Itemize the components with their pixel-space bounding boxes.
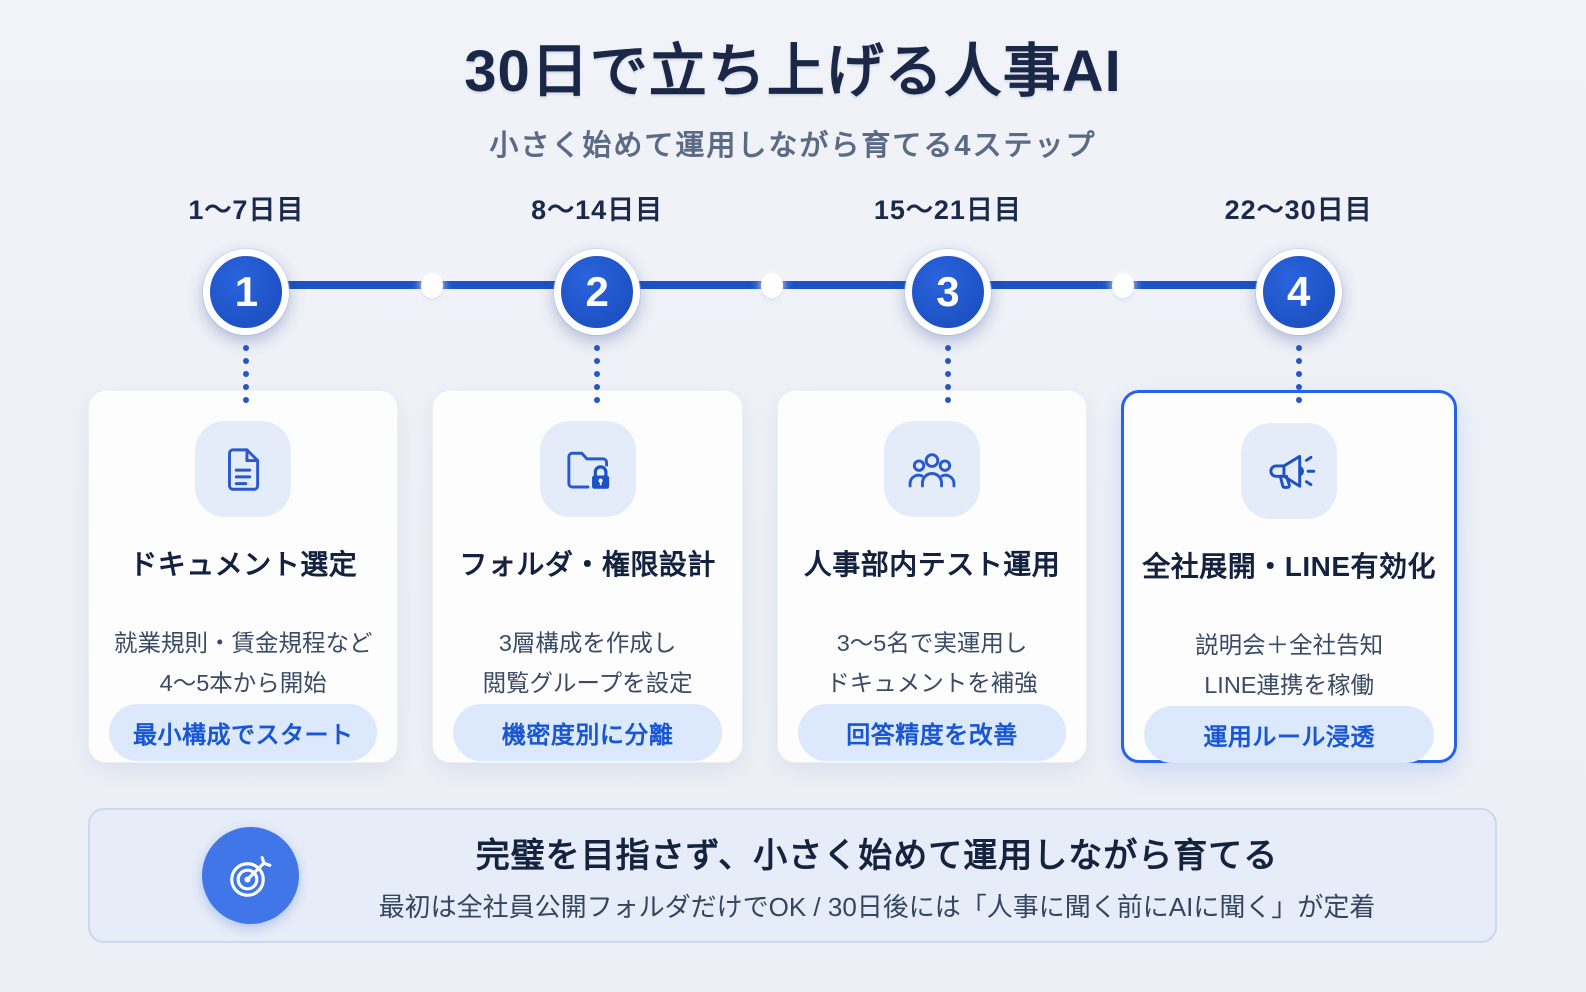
timeline-midpoint-dot <box>1112 273 1134 298</box>
banner-title: 完璧を目指さず、小さく始めて運用しながら育てる <box>475 836 1279 875</box>
step-circle: 3 <box>904 249 991 335</box>
timeline-steps: 1〜7日目 1 8〜14日目 2 15〜21日目 3 <box>88 180 1457 403</box>
people-icon <box>905 442 959 496</box>
timeline: 1〜7日目 1 8〜14日目 2 15〜21日目 3 <box>88 180 1457 403</box>
card-description: 3〜5名で実運用し ドキュメントを補強 <box>826 630 1038 697</box>
banner-text: 完璧を目指さず、小さく始めて運用しながら育てる 最初は全社員公開フォルダだけでO… <box>299 828 1495 924</box>
card-description: 説明会＋全社告知 LINE連携を稼働 <box>1195 632 1384 699</box>
period-label: 15〜21日目 <box>873 195 1022 225</box>
step-number: 4 <box>1286 268 1311 315</box>
card-title: 全社展開・LINE有効化 <box>1142 551 1436 582</box>
step-circle: 1 <box>203 249 290 335</box>
step-card-1: ドキュメント選定 就業規則・賃金規程など 4〜5本から開始 最小構成でスタート <box>88 390 399 763</box>
step-cards: ドキュメント選定 就業規則・賃金規程など 4〜5本から開始 最小構成でスタート <box>88 390 1457 763</box>
timeline-midpoint-dot <box>421 273 443 298</box>
page-title: 30日で立ち上げる人事AI <box>464 39 1122 104</box>
card-title: フォルダ・権限設計 <box>459 549 716 580</box>
folder-lock-icon <box>561 442 615 496</box>
card-badge: 運用ルール浸透 <box>1144 705 1434 763</box>
step-card-3: 人事部内テスト運用 3〜5名で実運用し ドキュメントを補強 回答精度を改善 <box>776 390 1088 763</box>
connector-dots <box>243 345 250 403</box>
card-icon-bg <box>1241 423 1338 519</box>
timeline-step-1: 1〜7日目 1 <box>88 180 405 403</box>
card-icon-bg <box>539 421 636 517</box>
period-label: 1〜7日目 <box>188 195 305 225</box>
connector-dots <box>944 345 951 403</box>
step-circle: 2 <box>554 249 641 335</box>
card-icon-bg <box>884 421 981 517</box>
card-badge: 最小構成でスタート <box>109 703 378 761</box>
header: 30日で立ち上げる人事AI 小さく始めて運用しながら育てる4ステップ <box>0 24 1586 164</box>
step-circle: 4 <box>1255 249 1342 335</box>
target-icon <box>202 827 299 924</box>
timeline-step-2: 8〜14日目 2 <box>439 180 756 403</box>
card-badge: 回答精度を改善 <box>797 703 1067 761</box>
page-subtitle: 小さく始めて運用しながら育てる4ステップ <box>489 130 1097 162</box>
banner-subtitle: 最初は全社員公開フォルダだけでOK / 30日後には「人事に聞く前にAIに聞く」… <box>378 891 1376 922</box>
step-number: 3 <box>936 268 960 315</box>
document-icon <box>216 442 270 496</box>
step-number: 1 <box>234 268 259 315</box>
card-title: 人事部内テスト運用 <box>803 549 1061 580</box>
period-label: 22〜30日目 <box>1224 195 1373 225</box>
period-label: 8〜14日目 <box>531 195 664 225</box>
connector-dots <box>1295 345 1302 403</box>
card-title: ドキュメント選定 <box>129 549 358 580</box>
card-description: 3層構成を作成し 閲覧グループを設定 <box>482 630 693 697</box>
step-number: 2 <box>585 268 609 315</box>
megaphone-icon <box>1262 444 1316 498</box>
summary-banner: 完璧を目指さず、小さく始めて運用しながら育てる 最初は全社員公開フォルダだけでO… <box>88 808 1497 943</box>
card-description: 就業規則・賃金規程など 4〜5本から開始 <box>113 630 373 697</box>
connector-dots <box>594 345 601 403</box>
card-icon-bg <box>195 421 292 517</box>
step-card-4: 全社展開・LINE有効化 説明会＋全社告知 LINE連携を稼働 運用ルール浸透 <box>1121 390 1457 763</box>
timeline-midpoint-dot <box>761 273 783 298</box>
timeline-step-3: 15〜21日目 3 <box>790 180 1107 403</box>
card-badge: 機密度別に分離 <box>453 703 722 761</box>
step-card-2: フォルダ・権限設計 3層構成を作成し 閲覧グループを設定 機密度別に分離 <box>432 390 743 763</box>
timeline-step-4: 22〜30日目 4 <box>1140 180 1457 403</box>
